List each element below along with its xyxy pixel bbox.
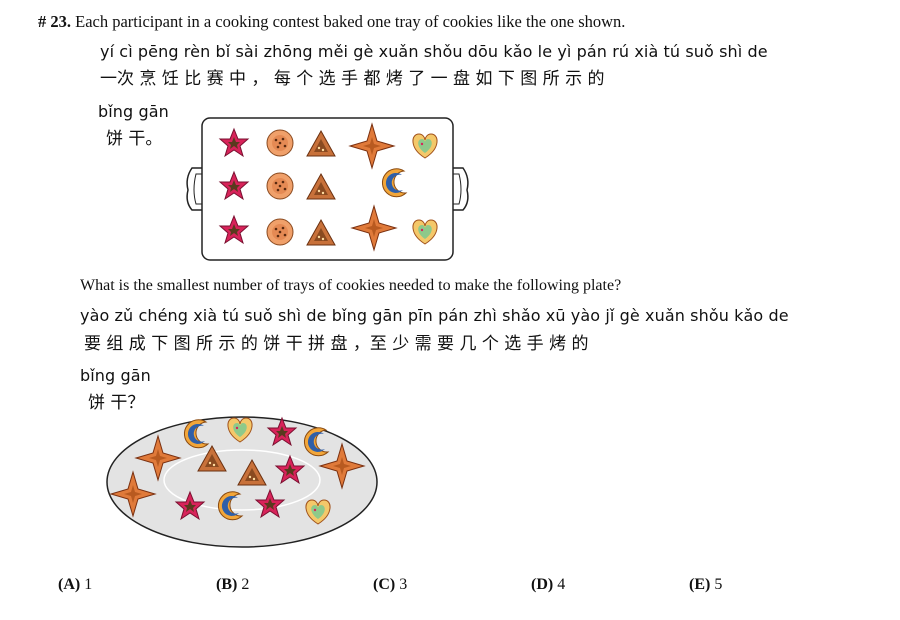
four-point-star-cookie-icon bbox=[351, 205, 397, 251]
moon-cookie-icon bbox=[217, 491, 243, 521]
star-cookie-icon bbox=[275, 455, 305, 484]
four-point-star-cookie-icon bbox=[110, 471, 156, 517]
star-cookie-icon bbox=[219, 128, 249, 157]
moon-cookie-icon bbox=[183, 419, 209, 449]
question-prompt: What is the smallest number of trays of … bbox=[80, 277, 622, 294]
choice-c-label: (C) bbox=[373, 576, 396, 593]
question-header: # 23. Each participant in a cooking cont… bbox=[38, 12, 625, 32]
round-cookie-icon bbox=[266, 129, 294, 157]
pinyin-line-1: yí cì pēng rèn bǐ sài zhōng měi gè xuǎn … bbox=[100, 42, 768, 61]
choice-e[interactable]: (E) 5 bbox=[689, 576, 722, 594]
star-cookie-icon bbox=[267, 417, 297, 446]
choice-b[interactable]: (B) 2 bbox=[216, 576, 249, 594]
heart-cookie-icon bbox=[412, 133, 438, 159]
moon-cookie-icon bbox=[303, 427, 329, 457]
choice-c-value: 3 bbox=[399, 576, 408, 593]
four-point-star-cookie-icon bbox=[135, 435, 181, 481]
hanzi-line-4: 饼 干？ bbox=[88, 393, 145, 413]
triangle-cookie-icon bbox=[237, 459, 267, 486]
choice-d-value: 4 bbox=[557, 576, 566, 593]
triangle-cookie-icon bbox=[306, 130, 336, 157]
hanzi-line-1: 一次 烹 饪 比 赛 中 ， 每 个 选 手 都 烤 了 一 盘 如 下 图 所… bbox=[100, 69, 605, 89]
pinyin-line-4: bǐng gān bbox=[80, 366, 151, 385]
heart-cookie-icon bbox=[412, 219, 438, 245]
choice-a-label: (A) bbox=[58, 576, 81, 593]
round-cookie-icon bbox=[266, 218, 294, 246]
four-point-star-cookie-icon bbox=[349, 123, 395, 169]
star-cookie-icon bbox=[219, 215, 249, 244]
choice-b-value: 2 bbox=[241, 576, 250, 593]
four-point-star-cookie-icon bbox=[319, 443, 365, 489]
triangle-cookie-icon bbox=[306, 219, 336, 246]
heart-cookie-icon bbox=[227, 417, 253, 443]
hanzi-line-3: 要 组 成 下 图 所 示 的 饼 干 拼 盘 ，至 少 需 要 几 个 选 手… bbox=[84, 334, 589, 354]
choice-e-label: (E) bbox=[689, 576, 711, 593]
star-cookie-icon bbox=[175, 491, 205, 520]
star-cookie-icon bbox=[219, 171, 249, 200]
hanzi-line-2: 饼 干。 bbox=[106, 129, 163, 149]
choice-e-value: 5 bbox=[714, 576, 723, 593]
heart-cookie-icon bbox=[305, 499, 331, 525]
choice-d[interactable]: (D) 4 bbox=[531, 576, 565, 594]
pinyin-line-2: bǐng gān bbox=[98, 102, 169, 121]
question-number: # 23. bbox=[38, 12, 71, 31]
choice-b-label: (B) bbox=[216, 576, 238, 593]
choice-c[interactable]: (C) 3 bbox=[373, 576, 407, 594]
choice-a-value: 1 bbox=[84, 576, 93, 593]
moon-cookie-icon bbox=[381, 168, 407, 198]
question-text: Each participant in a cooking contest ba… bbox=[75, 12, 626, 31]
choice-a[interactable]: (A) 1 bbox=[58, 576, 92, 594]
triangle-cookie-icon bbox=[306, 173, 336, 200]
round-cookie-icon bbox=[266, 172, 294, 200]
triangle-cookie-icon bbox=[197, 445, 227, 472]
choice-d-label: (D) bbox=[531, 576, 554, 593]
pinyin-line-3: yào zǔ chéng xià tú suǒ shì de bǐng gān … bbox=[80, 306, 789, 325]
star-cookie-icon bbox=[255, 489, 285, 518]
